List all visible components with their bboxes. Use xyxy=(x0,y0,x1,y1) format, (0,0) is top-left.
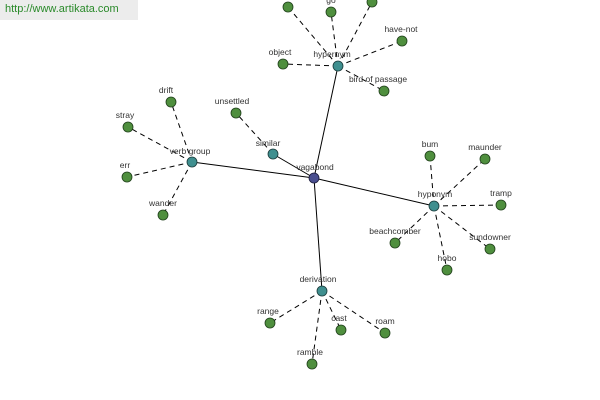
edge-vagabond-hypernym1 xyxy=(313,65,339,179)
leaf-node-drift xyxy=(165,96,177,108)
source-url-text: http://www.artikata.com xyxy=(5,3,119,15)
relation-node-hyponym xyxy=(428,200,440,212)
edge-derivation-ramble xyxy=(311,290,323,365)
leaf-node-have-not xyxy=(396,35,408,47)
relation-node-derivation xyxy=(316,285,328,297)
leaf-label-object: object xyxy=(269,47,292,57)
leaf-node-roam xyxy=(379,327,391,339)
leaf-label-maunder: maunder xyxy=(468,142,502,152)
edge-derivation-roam xyxy=(321,290,386,334)
edge-hyponym-hobo xyxy=(433,205,448,271)
edge-hypernym1-go xyxy=(330,11,339,67)
leaf-label-go: go xyxy=(326,0,336,5)
edge-derivation-cast xyxy=(321,290,342,331)
leaf-node-object xyxy=(277,58,289,70)
relation-label-verbgroup: verb group xyxy=(170,146,211,156)
leaf-node-bum xyxy=(424,150,436,162)
edge-vagabond-hyponym xyxy=(313,177,435,207)
leaf-node-bird-of-passage xyxy=(378,85,390,97)
leaf-node-wander xyxy=(157,209,169,221)
edge-hypernym1-object xyxy=(282,63,339,67)
relation-node-similar xyxy=(267,148,279,160)
leaf-node-beachcomber xyxy=(389,237,401,249)
edge-derivation-range xyxy=(269,290,323,324)
edge-verbgroup-err xyxy=(126,161,193,178)
leaf-node-h-top2 xyxy=(366,0,378,8)
edge-verbgroup-drift xyxy=(170,101,193,163)
edge-hyponym-maunder xyxy=(433,158,486,207)
edge-hyponym-tramp xyxy=(433,204,502,207)
relation-label-similar: similar xyxy=(256,138,281,148)
leaf-label-bum: bum xyxy=(422,139,439,149)
leaf-label-have-not: have-not xyxy=(384,24,418,34)
leaf-label-ramble: ramble xyxy=(297,347,323,357)
edge-hyponym-sundowner xyxy=(433,205,491,250)
leaf-label-roam: roam xyxy=(375,316,394,326)
edge-hypernym1-have-not xyxy=(337,40,403,67)
leaf-node-unsettled xyxy=(230,107,242,119)
center-label: vagabond xyxy=(296,162,334,172)
leaf-node-sundowner xyxy=(484,243,496,255)
relation-label-derivation: derivation xyxy=(300,274,337,284)
edge-vagabond-verbgroup xyxy=(191,161,315,179)
leaf-node-range xyxy=(264,317,276,329)
relation-label-hypernym1: hypernym xyxy=(313,49,350,59)
leaf-label-wander: wander xyxy=(148,198,177,208)
leaf-label-hobo: hobo xyxy=(438,253,457,263)
leaf-label-range: range xyxy=(257,306,279,316)
edge-hypernym1-h-top1 xyxy=(287,6,339,67)
leaf-label-unsettled: unsettled xyxy=(215,96,250,106)
leaf-node-go xyxy=(325,6,337,18)
leaf-label-err: err xyxy=(120,160,131,170)
edge-verbgroup-wander xyxy=(162,161,193,216)
edge-vagabond-similar xyxy=(272,153,315,179)
source-url-banner: http://www.artikata.com xyxy=(0,0,138,20)
leaf-label-drift: drift xyxy=(159,85,174,95)
leaf-label-cast: cast xyxy=(331,313,347,323)
edge-verbgroup-stray xyxy=(127,126,193,163)
leaf-node-cast xyxy=(335,324,347,336)
leaf-label-stray: stray xyxy=(116,110,135,120)
relation-node-hypernym1 xyxy=(332,60,344,72)
leaf-node-hobo xyxy=(441,264,453,276)
leaf-node-h-top1 xyxy=(282,1,294,13)
leaf-node-stray xyxy=(122,121,134,133)
leaf-label-bird-of-passage: bird of passage xyxy=(349,74,407,84)
edge-hyponym-beachcomber xyxy=(394,205,435,244)
edge-hypernym1-h-top2 xyxy=(337,1,373,67)
center-node xyxy=(308,172,320,184)
edge-similar-unsettled xyxy=(235,112,274,155)
relation-node-verbgroup xyxy=(186,156,198,168)
leaf-node-tramp xyxy=(495,199,507,211)
leaf-label-beachcomber: beachcomber xyxy=(369,226,421,236)
leaf-label-tramp: tramp xyxy=(490,188,512,198)
leaf-node-ramble xyxy=(306,358,318,370)
edge-vagabond-derivation xyxy=(313,177,323,292)
leaf-label-sundowner: sundowner xyxy=(469,232,511,242)
leaf-node-maunder xyxy=(479,153,491,165)
relation-label-hyponym: hyponym xyxy=(418,189,453,199)
leaf-node-err xyxy=(121,171,133,183)
